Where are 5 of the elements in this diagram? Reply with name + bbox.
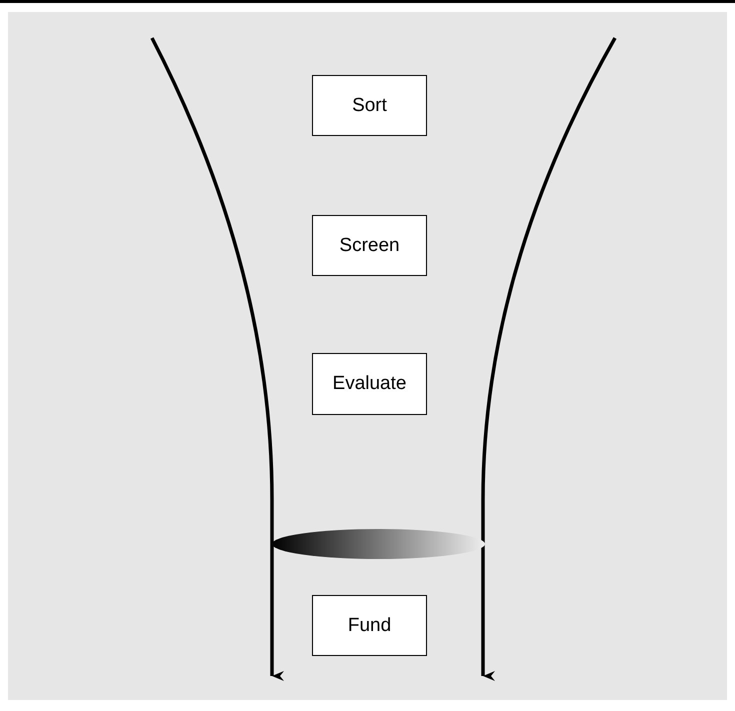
process-box: Sort — [312, 75, 427, 136]
process-box: Evaluate — [312, 353, 427, 415]
filter-disc — [272, 529, 485, 559]
process-box: Screen — [312, 215, 427, 276]
process-box: Fund — [312, 595, 427, 656]
